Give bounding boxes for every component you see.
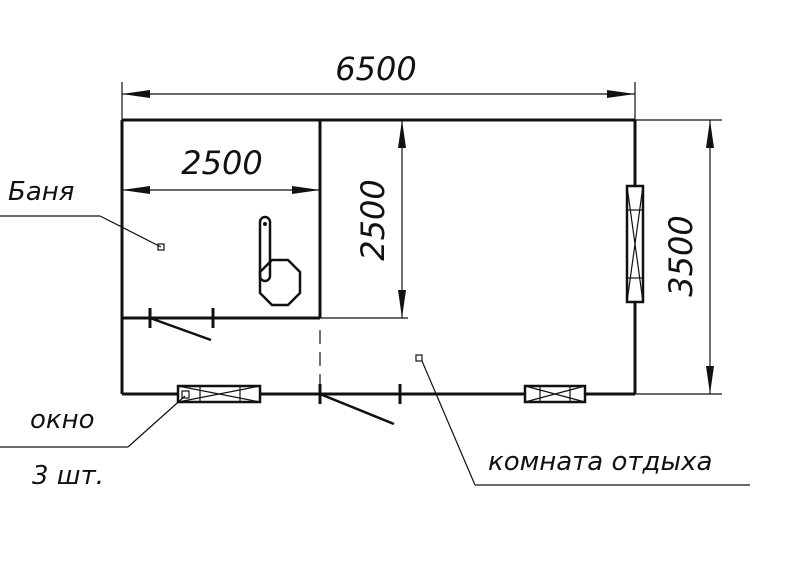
sauna-partitions [122,120,408,390]
dim-sauna-width: 2500 [122,144,320,194]
leader-sauna: Баня [0,177,165,251]
dim-overall-width-value: 6500 [335,50,416,88]
dim-sauna-depth: 2500 [354,120,406,318]
label-sauna: Баня [8,177,74,207]
window-bottom-left [176,384,262,404]
stove-body [258,258,302,307]
entrance-door [318,384,402,426]
stove-icon [258,215,302,307]
sauna-door-leaf [149,316,212,342]
dim-sauna-depth-value: 2500 [354,179,392,260]
dim-sauna-width-value: 2500 [181,144,262,182]
dim-overall-depth: 3500 [635,119,722,395]
leader-window: окно 3 шт. [0,395,186,491]
window-right [625,184,645,304]
entrance-door-leaf [319,392,395,426]
dim-overall-depth-value: 3500 [662,215,700,296]
window-bottom-right [523,384,587,404]
label-rest-room: комната отдыха [488,447,712,477]
outer-walls [120,118,637,396]
label-window-line2: 3 шт. [32,461,104,491]
dim-overall-width: 6500 [121,50,636,120]
label-window-line1: окно [30,405,95,435]
leader-rest-room: комната отдыха [415,354,750,486]
stove-chimney [258,215,272,283]
stove-chimney-dot [263,222,267,226]
sauna-door [148,308,215,342]
window-leader-marker [181,390,190,399]
